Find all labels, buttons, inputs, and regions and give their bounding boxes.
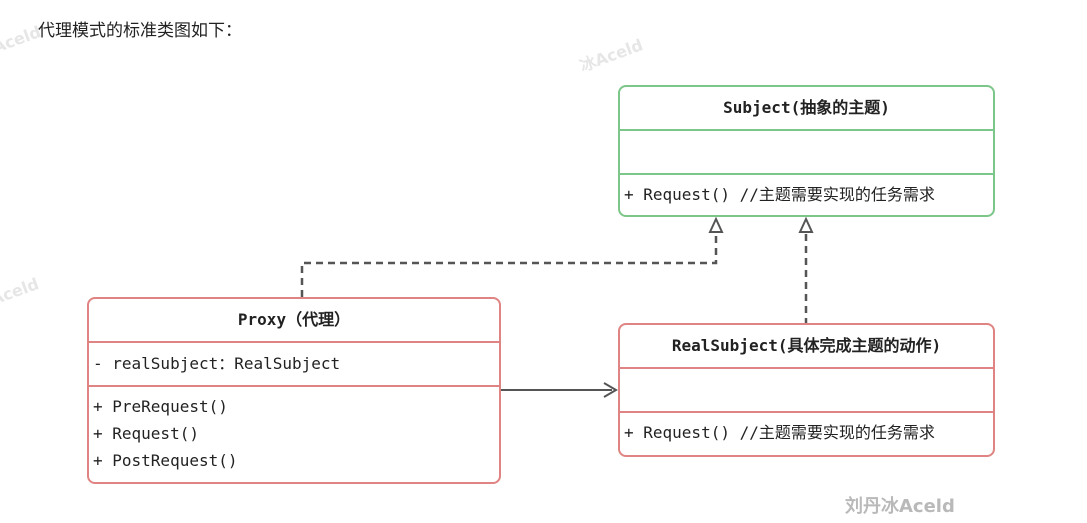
proxy-methods-section: + PreRequest() + Request() + PostRequest…: [89, 387, 499, 474]
association-arrowhead: [603, 382, 618, 398]
subject-title: Subject(抽象的主题): [620, 87, 993, 131]
proxy-title: Proxy（代理）: [89, 299, 499, 343]
proxy-realization-line: [300, 230, 718, 297]
realsubject-realization-arrowhead: [798, 216, 814, 233]
watermark-credit: 刘丹冰Aceld: [845, 496, 955, 517]
proxy-method: + Request(): [93, 424, 199, 443]
subject-attributes-section: [620, 131, 993, 175]
subject-method: + Request() //主题需要实现的任务需求: [624, 185, 935, 204]
proxy-realization-arrowhead: [708, 216, 724, 233]
realsubject-class-box: RealSubject(具体完成主题的动作) + Request() //主题需…: [618, 323, 995, 457]
proxy-method: + PreRequest(): [93, 397, 228, 416]
page-heading: 代理模式的标准类图如下：: [38, 21, 242, 41]
realsubject-title: RealSubject(具体完成主题的动作): [620, 325, 993, 369]
realsubject-method: + Request() //主题需要实现的任务需求: [624, 423, 935, 442]
proxy-class-box: Proxy（代理） - realSubject：RealSubject + Pr…: [87, 297, 501, 484]
subject-class-box: Subject(抽象的主题) + Request() //主题需要实现的任务需求: [618, 85, 995, 217]
proxy-method: + PostRequest(): [93, 451, 238, 470]
proxy-attribute: - realSubject：RealSubject: [89, 343, 499, 387]
realsubject-attributes-section: [620, 369, 993, 413]
